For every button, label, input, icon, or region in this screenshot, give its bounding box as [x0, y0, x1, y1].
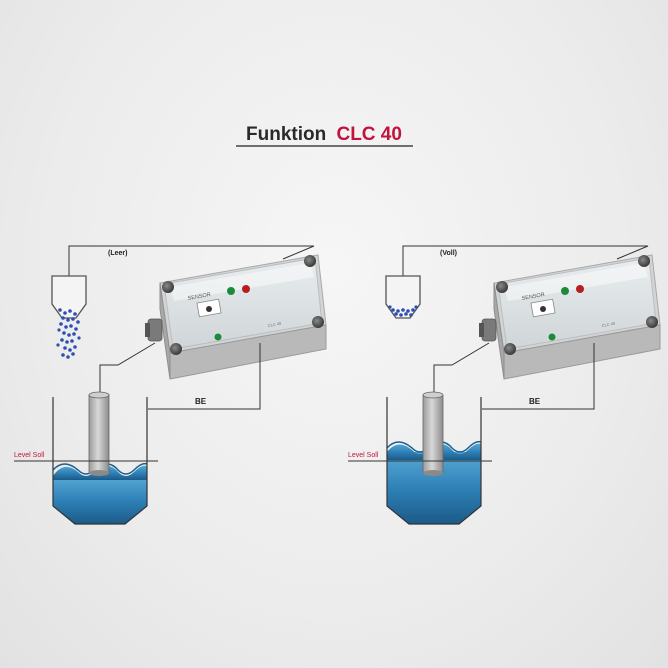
title-prefix: Funktion	[246, 124, 326, 145]
right-level-label: Level Soll	[348, 452, 379, 459]
left-level-label: Level Soll	[14, 452, 45, 459]
right-panel: (Voll) BE Leve	[348, 245, 661, 525]
title-product: CLC 40	[336, 124, 401, 145]
right-be-line	[482, 343, 595, 410]
left-be-line	[148, 343, 261, 410]
left-state-label: (Leer)	[108, 250, 127, 257]
left-be-label: BE	[195, 397, 207, 406]
right-granules	[388, 305, 418, 317]
left-panel: (Leer) BE	[14, 245, 327, 525]
left-probe-cable	[99, 342, 156, 392]
right-tank	[386, 391, 482, 525]
right-state-label: (Voll)	[440, 250, 457, 257]
left-granules	[56, 308, 81, 359]
left-signal-line	[68, 245, 315, 276]
right-hopper	[385, 275, 421, 319]
left-controller	[144, 254, 327, 380]
right-be-label: BE	[529, 397, 541, 406]
page-title: Funktion CLC 40	[246, 124, 402, 145]
right-controller	[478, 254, 661, 380]
left-tank	[52, 391, 148, 525]
right-signal-line	[402, 245, 649, 276]
left-hopper	[51, 275, 87, 359]
right-probe-cable	[433, 342, 490, 392]
